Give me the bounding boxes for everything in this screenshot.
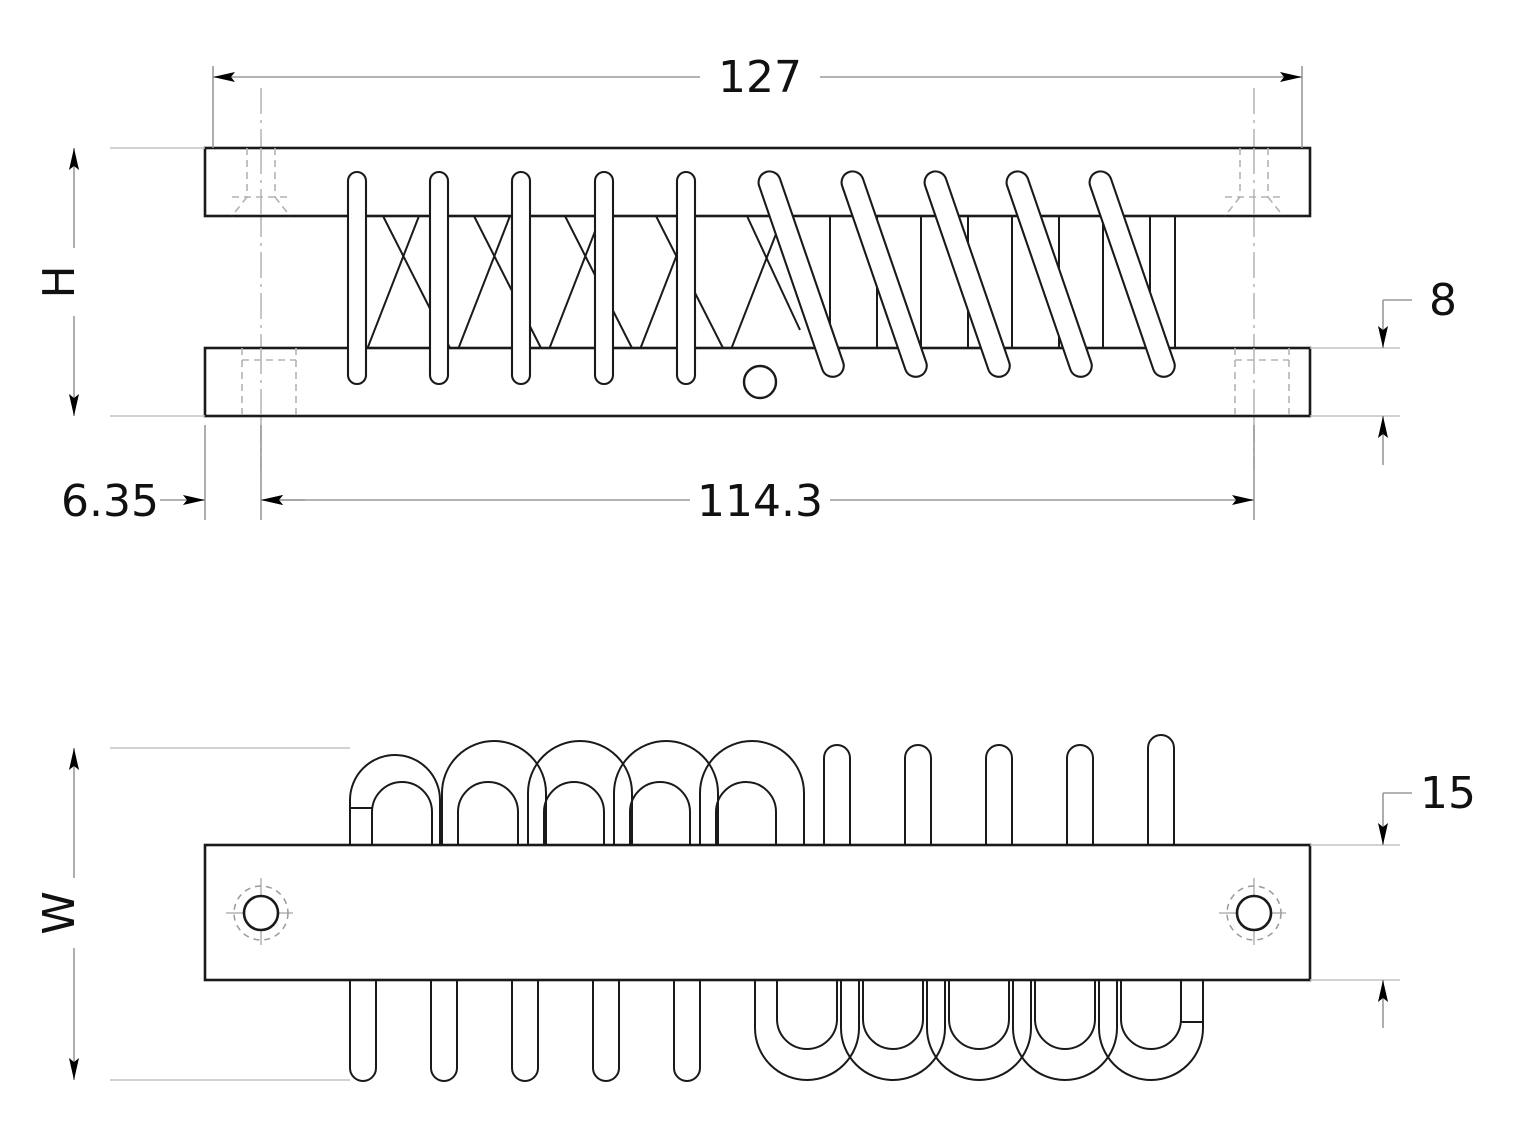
dimension-H-text: H bbox=[34, 265, 85, 298]
front-view: 127 H 8 bbox=[34, 52, 1457, 527]
right-hole-circle bbox=[1235, 894, 1273, 932]
mounting-plate bbox=[203, 843, 1312, 982]
dimension-15-text: 15 bbox=[1420, 768, 1476, 819]
front-top-bracket-bar bbox=[203, 146, 1312, 218]
dimension-edge-offset: 6.35 bbox=[61, 425, 305, 527]
dimension-W-text: W bbox=[34, 891, 85, 935]
dimension-114-3-text: 114.3 bbox=[697, 476, 823, 527]
dimension-6-35-text: 6.35 bbox=[61, 476, 159, 527]
top-view: W 15 bbox=[34, 734, 1476, 1082]
front-coil-slanted-group bbox=[757, 170, 1176, 378]
dimension-bracket-thickness-8: 8 bbox=[1310, 275, 1457, 465]
dimension-127-text: 127 bbox=[718, 52, 802, 103]
top-view-coil-geometry bbox=[349, 734, 1204, 1082]
left-countersink-circle bbox=[233, 885, 289, 941]
right-mounting-hole bbox=[1219, 878, 1289, 948]
dimension-height-H: H bbox=[34, 147, 205, 417]
lead-out-hole bbox=[742, 364, 778, 400]
front-view-front-coil bbox=[346, 170, 1176, 386]
front-view-hidden-detail-overlay bbox=[231, 148, 1290, 416]
dimension-width-W: W bbox=[34, 747, 350, 1081]
dimension-8-text: 8 bbox=[1429, 275, 1457, 326]
left-mounting-hole bbox=[226, 878, 296, 948]
dimension-overall-length: 127 bbox=[212, 52, 1303, 148]
left-hole-circle bbox=[242, 894, 280, 932]
right-countersink-circle bbox=[1226, 885, 1282, 941]
dimension-bar-width-15: 15 bbox=[1310, 768, 1476, 1028]
